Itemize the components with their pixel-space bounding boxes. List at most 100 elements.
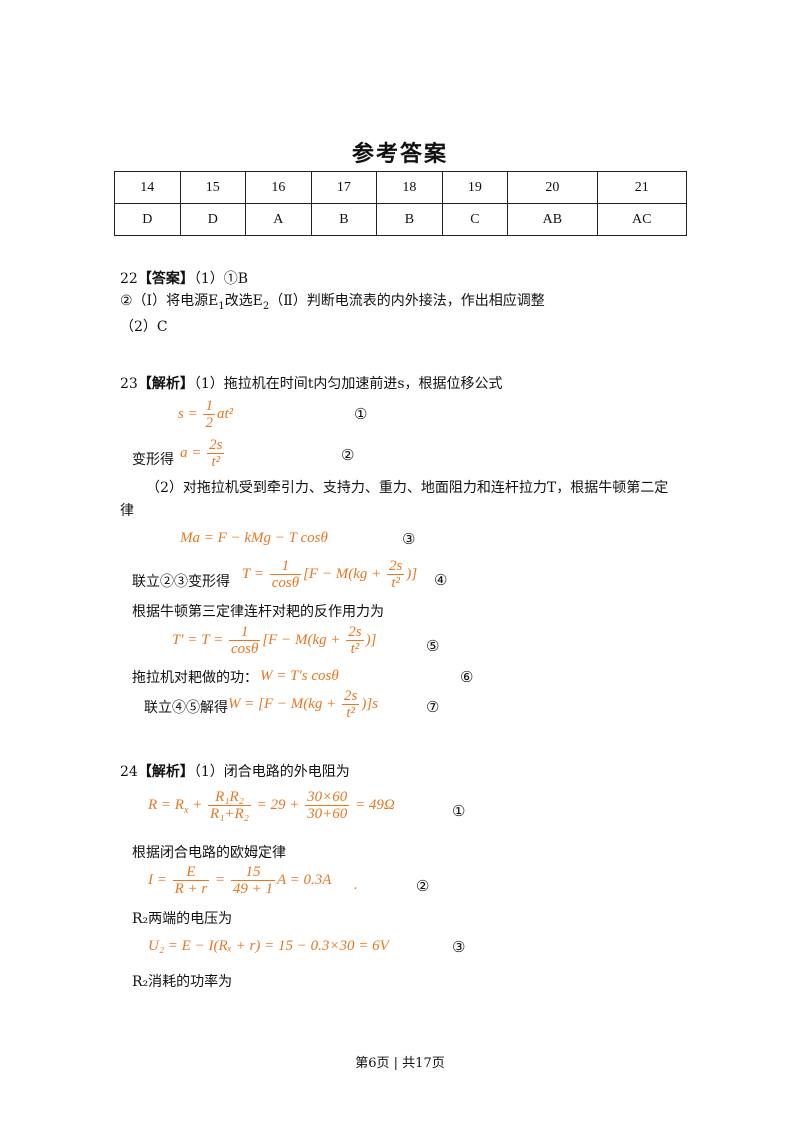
q22-line2: ②（Ⅰ）将电源E1改选E2（Ⅱ）判断电流表的内外接法，作出相应调整 <box>120 292 545 316</box>
q24-eq1-den2: 30+60 <box>307 806 348 822</box>
q23-eq5-lhs: T′ = T = <box>172 631 227 648</box>
q23-eq2-lhs: a = <box>180 444 206 461</box>
q23-eq2-den: t² <box>211 454 221 470</box>
q24-eq2-num2: 15 <box>230 864 275 881</box>
q23-eq4-inner-num: 2s <box>386 558 405 575</box>
q23-eq7-lhs: W = [F − M(kg + <box>228 695 341 712</box>
q23-deform-label: 变形得 <box>132 452 174 468</box>
q23-combine-label: 联立②③变形得 <box>132 574 230 590</box>
q24-mark3: ③ <box>452 938 466 956</box>
q23-eq1-rhs: at² <box>216 405 234 422</box>
q23-intro: （1）拖拉机在时间t内匀加速前进s，根据位移公式 <box>193 376 503 392</box>
q24-eq2-lhs: I = <box>148 871 171 888</box>
q23-part2-line1: （2）对拖拉机受到牵引力、支持力、重力、地面阻力和连杆拉力T，根据牛顿第二定 <box>146 480 669 496</box>
question-number-cell: 15 <box>179 171 247 204</box>
q23-eq5-inner-num: 2s <box>346 624 364 641</box>
q23-eq7-end: )]s <box>361 695 379 712</box>
q24-r2-power: R₂消耗的功率为 <box>132 974 233 990</box>
q22-line1: 22【答案】（1）①B <box>120 270 248 288</box>
q23-mark2: ② <box>341 446 355 464</box>
q24-tag: 【解析】 <box>137 764 194 780</box>
q24-eq1-mid: = 29 + <box>252 796 304 813</box>
q24-eq1-num: R₁R₂ <box>208 789 251 806</box>
q24-eq2-den: R + r <box>174 881 208 897</box>
q24-eq2-den2: 49 + 1 <box>232 881 273 897</box>
q24-number: 24 <box>120 764 138 780</box>
q23-eq4-inner-den: t² <box>391 575 400 591</box>
q23-eq4-mid: [F − M(kg + <box>303 565 385 582</box>
q23-eq4-end: )] <box>406 565 418 582</box>
q24-intro: （1）闭合电路的外电阻为 <box>193 764 350 780</box>
answer-cell: B <box>376 203 443 236</box>
q22-line2-sub2: 2 <box>262 300 270 312</box>
answer-cell: B <box>310 203 378 236</box>
q24-r2-voltage: R₂两端的电压为 <box>132 911 233 927</box>
q22-number: 22 <box>120 271 138 287</box>
q23-newton3: 根据牛顿第三定律连杆对耙的反作用力为 <box>132 604 384 620</box>
q23-eq4-lhs: T = <box>242 565 268 582</box>
q22-line3: （2）C <box>120 319 168 335</box>
answer-cell: C <box>441 203 509 236</box>
q23-eq4-den: cosθ <box>271 575 300 591</box>
q24-eq2-end: A = 0.3A <box>277 871 332 888</box>
q23-eq5-den: cosθ <box>230 641 259 657</box>
q24-ohm-label: 根据闭合电路的欧姆定律 <box>132 845 286 861</box>
q24-mark1: ① <box>452 802 466 820</box>
page-footer: 第6页 | 共17页 <box>355 1056 445 1071</box>
q23-tag: 【解析】 <box>137 376 194 392</box>
q22-line2-b: 改选E <box>224 293 263 309</box>
q23-eq7-den: t² <box>346 705 356 721</box>
q24-eq1-lhs: R = R <box>148 796 184 813</box>
q22-line2-a: ②（Ⅰ）将电源E <box>120 293 219 309</box>
q23-eq6: W = T′s cosθ <box>260 668 339 684</box>
q24-head: 24【解析】（1）闭合电路的外电阻为 <box>120 763 350 781</box>
page-title: 参考答案 <box>351 141 448 167</box>
question-number-cell: 20 <box>507 171 598 204</box>
q24-eq3: U₂ = E − I(Rₓ + r) = 15 − 0.3×30 = 6V <box>148 938 389 954</box>
answer-cell: D <box>114 203 181 236</box>
q23-part2-line2: 律 <box>120 503 134 519</box>
q23-work-label: 拖拉机对耙做的功： <box>132 670 258 686</box>
question-number-cell: 17 <box>310 171 378 204</box>
q23-eq5-mid: [F − M(kg + <box>262 631 345 648</box>
q23-eq5-inner-den: t² <box>350 641 360 657</box>
q22-tag: 【答案】 <box>137 271 194 287</box>
question-number-cell: 21 <box>596 171 688 204</box>
q23-eq4-num: 1 <box>269 558 302 575</box>
answer-cell: D <box>179 203 247 236</box>
q23-mark3: ③ <box>402 530 416 548</box>
q23-eq1-den: 2 <box>205 415 213 431</box>
question-number-cell: 14 <box>114 171 181 204</box>
q23-head: 23【解析】（1）拖拉机在时间t内匀加速前进s，根据位移公式 <box>120 375 503 393</box>
q23-eq2-num: 2s <box>207 437 225 454</box>
q22-line2-sub1: 1 <box>218 300 225 312</box>
q24-eq1-end: = 49Ω <box>351 796 395 813</box>
q23-mark1: ① <box>354 405 368 423</box>
q24-eq2-dot: . <box>354 877 358 893</box>
q23-eq1-lhs: s = <box>178 405 202 422</box>
answer-cell: AB <box>507 203 598 236</box>
q23-mark5: ⑤ <box>426 637 440 655</box>
question-number-cell: 18 <box>376 171 443 204</box>
answer-cell: A <box>245 203 312 236</box>
q23-number: 23 <box>120 376 138 392</box>
q23-mark6: ⑥ <box>460 668 474 686</box>
q23-eq1-num: 1 <box>203 398 215 415</box>
